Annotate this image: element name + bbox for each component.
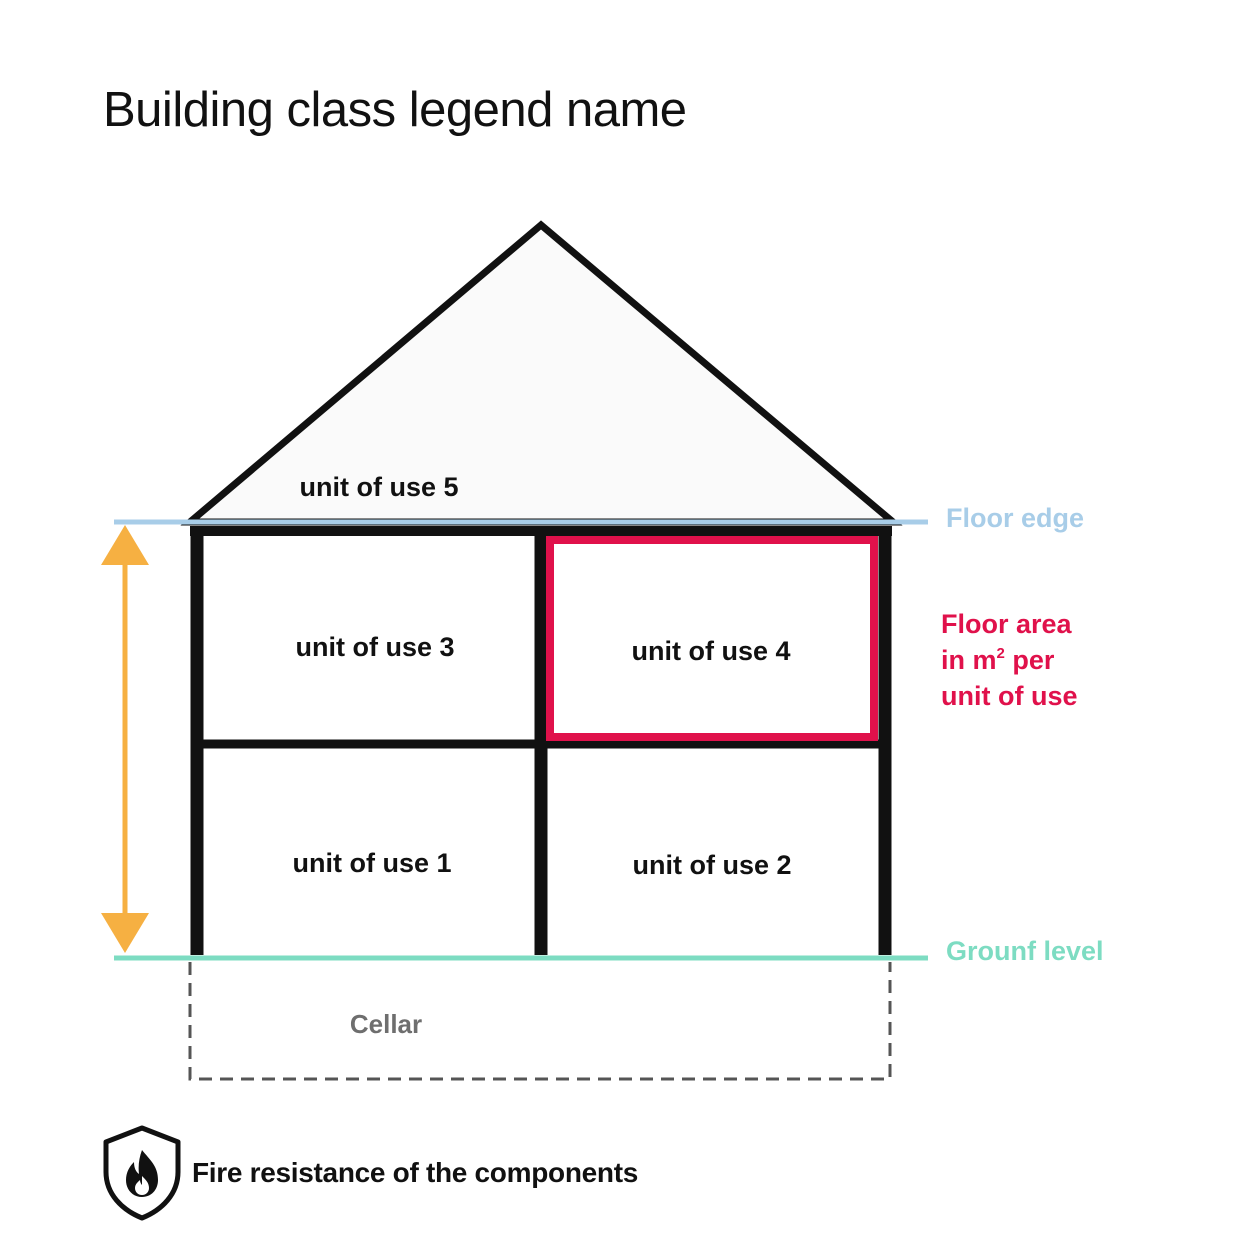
- floor-area-per-text: per: [1005, 645, 1055, 675]
- floor-area-label-line3: unit of use: [941, 681, 1078, 711]
- unit-3-label: unit of use 3: [295, 632, 454, 662]
- shield-flame-icon: [103, 1125, 181, 1221]
- height-arrow-bottom-head: [101, 913, 149, 953]
- unit-4-highlight: [546, 536, 878, 741]
- unit-2-label: unit of use 2: [632, 850, 791, 880]
- floor-area-superscript: 2: [997, 645, 1005, 662]
- floor-edge-label: Floor edge: [946, 503, 1084, 533]
- unit-1-label: unit of use 1: [292, 848, 451, 878]
- page-title: Building class legend name: [103, 83, 687, 137]
- fire-resistance-legend: Fire resistance of the components: [100, 1124, 638, 1222]
- unit-4-label: unit of use 4: [631, 636, 790, 666]
- unit-5-label: unit of use 5: [299, 472, 458, 502]
- ground-level-label: Grounf level: [946, 936, 1104, 966]
- floor-area-label-line1: Floor area: [941, 609, 1073, 639]
- cellar-label: Cellar: [350, 1009, 422, 1039]
- floor-area-label-line2: in m2 per: [941, 645, 1055, 675]
- height-arrow-top-head: [101, 525, 149, 565]
- cellar-outline: [188, 962, 892, 1081]
- fire-resistance-label: Fire resistance of the components: [192, 1157, 638, 1188]
- floor-area-unit-text: in m: [941, 645, 997, 675]
- roof: [180, 220, 903, 526]
